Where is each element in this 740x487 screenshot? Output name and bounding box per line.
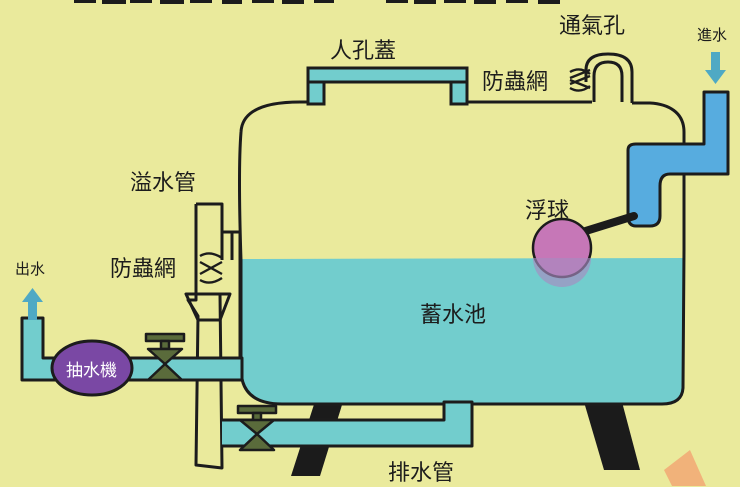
vent-hole-label: 通氣孔 — [559, 14, 626, 39]
drain-pipe-label: 排水管 — [388, 461, 455, 486]
tank-body — [237, 100, 686, 406]
inlet-pipe — [626, 90, 730, 228]
water-in-arrow — [705, 52, 726, 84]
tank-leg-right — [584, 402, 640, 470]
float-ball-label: 浮球 — [525, 199, 570, 224]
insect-screen-left — [199, 252, 223, 284]
reservoir-water — [241, 258, 684, 404]
water-out-label: 出水 — [15, 260, 46, 278]
overflow-pipe-label: 溢水管 — [130, 171, 197, 196]
water-out-arrow — [22, 288, 43, 320]
insect-screen-top-label: 防蟲網 — [482, 70, 549, 95]
reservoir-label: 蓄水池 — [420, 303, 487, 328]
overflow-funnel — [184, 292, 232, 322]
outlet-pipe-vertical — [20, 318, 45, 380]
manhole-cover — [306, 66, 469, 106]
overflow-tube — [220, 232, 234, 260]
pump — [50, 339, 134, 397]
vent-pipe — [584, 52, 634, 103]
float-ball-submerged — [533, 258, 591, 287]
corner-decoration — [664, 450, 706, 486]
cropped-top-caption — [74, 0, 560, 4]
insect-screen-top — [569, 68, 591, 92]
pump-label: 抽水機 — [66, 361, 117, 381]
drain-valve — [236, 404, 278, 452]
outlet-valve — [144, 332, 186, 382]
manhole-cover-label: 人孔蓋 — [330, 39, 397, 64]
insect-screen-left-label: 防蟲網 — [110, 257, 177, 282]
water-in-label: 進水 — [697, 26, 728, 44]
drain-pipe — [222, 400, 474, 448]
